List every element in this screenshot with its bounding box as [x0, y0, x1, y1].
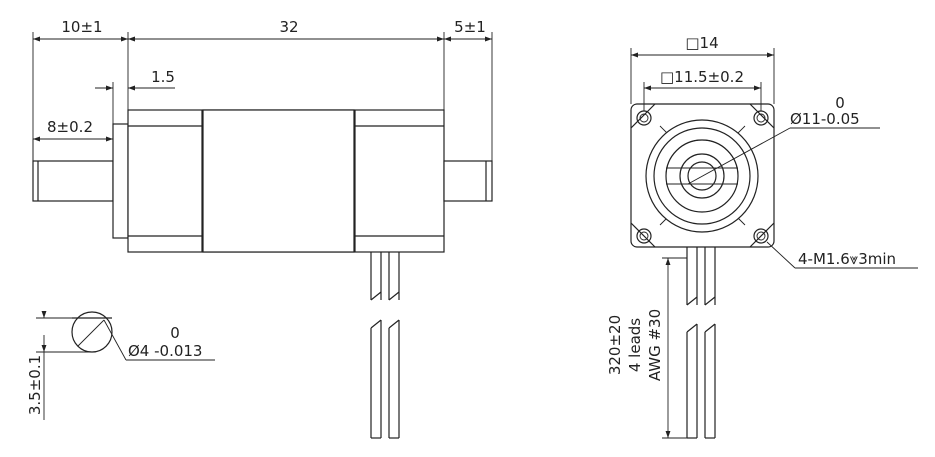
lead-wires-front: [686, 247, 716, 439]
dim-shaft-flat-length: 8±0.2: [47, 118, 93, 136]
dim-square: □14: [685, 34, 718, 52]
dim-body-length: 32: [279, 18, 298, 36]
front-shaft: [32, 160, 114, 202]
dim-shaft-tol-upper: 0: [170, 324, 180, 342]
front-flange: [112, 123, 129, 239]
mount-hole-bl: [636, 228, 652, 244]
rear-shaft: [443, 160, 493, 202]
side-view: 10±1 32 5±1 1.5 8±0.2: [32, 18, 493, 439]
shaft-section-detail: 3.5±0.1 0 Ø4 -0.013: [26, 310, 215, 420]
lead-wires-side: [370, 252, 400, 439]
dim-pilot-tol-upper: 0: [835, 94, 845, 112]
dim-lead-length: 320±20: [606, 315, 624, 375]
dim-pilot-diameter: Ø11-0.05: [790, 110, 860, 128]
front-view: □14 □11.5±0.2 0 Ø11-0.05 4-M1.6⩔3min 320…: [606, 34, 918, 439]
dim-mount-screws: 4-M1.6⩔3min: [798, 250, 896, 268]
dim-rear-shaft: 5±1: [454, 18, 486, 36]
dim-flat-height: 3.5±0.1: [26, 355, 44, 415]
dim-flange: 1.5: [151, 68, 175, 86]
dim-shaft-diameter: Ø4 -0.013: [128, 342, 202, 360]
dim-hole-pitch: □11.5±0.2: [660, 68, 744, 86]
dim-front-shaft: 10±1: [61, 18, 102, 36]
dim-lead-gauge: AWG #30: [646, 309, 664, 381]
dim-lead-count: 4 leads: [626, 318, 644, 372]
mount-hole-br: [753, 228, 769, 244]
